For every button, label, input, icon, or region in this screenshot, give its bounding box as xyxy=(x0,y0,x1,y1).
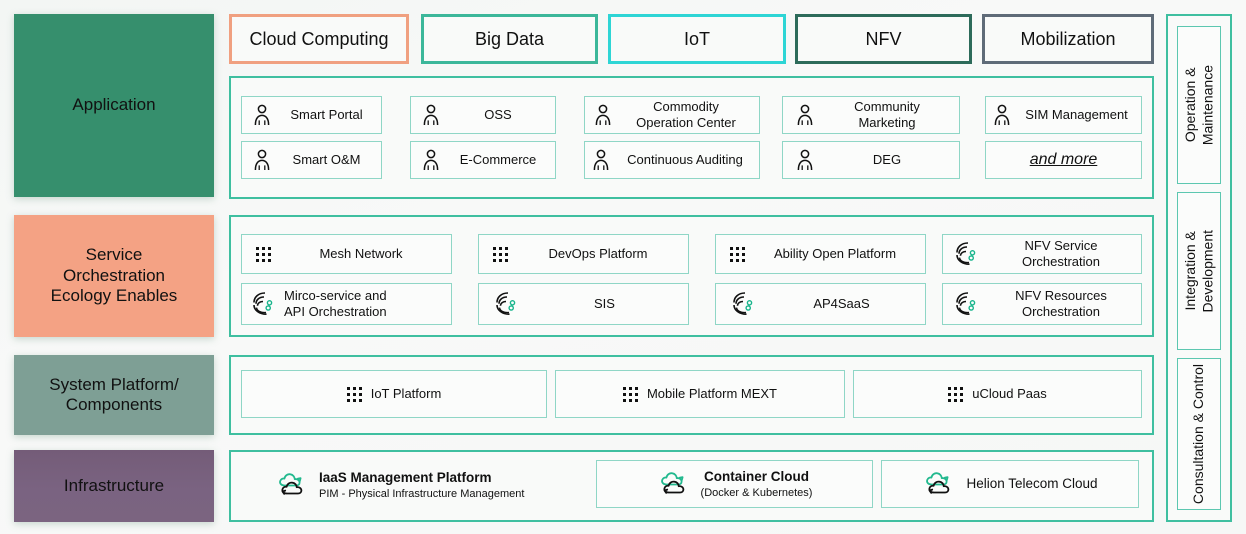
layer-label-system: System Platform/ Components xyxy=(14,355,214,435)
app-item-deg[interactable]: DEG xyxy=(782,141,960,179)
sys-item-mobile-platform-mext-label: Mobile Platform MEXT xyxy=(646,385,778,401)
person-icon xyxy=(992,104,1012,126)
app-item-and-more-label: and more xyxy=(1029,151,1098,168)
layer-label-infrastructure: Infrastructure xyxy=(14,450,214,522)
orchestration-icon xyxy=(730,291,758,317)
app-item-sim-management-label: SIM Management xyxy=(1025,106,1128,122)
grid-icon xyxy=(256,246,271,262)
app-item-commodity-operation-center[interactable]: Commodity Operation Center xyxy=(584,96,760,134)
svc-item-sis[interactable]: SIS xyxy=(478,283,689,325)
inf-item-helion-telecom-cloud-label: Helion Telecom Cloud xyxy=(966,475,1098,491)
sys-item-ucloud-paas[interactable]: uCloud Paas xyxy=(853,370,1142,418)
cloud-sync-icon xyxy=(657,470,691,498)
person-icon xyxy=(421,104,441,126)
tag-cloud-computing[interactable]: Cloud Computing xyxy=(229,14,409,64)
person-icon xyxy=(795,149,815,171)
app-item-continuous-auditing-label: Continuous Auditing xyxy=(627,151,743,167)
grid-icon xyxy=(622,386,638,402)
rail-item-operation-maintenance-label: Operation & Maintenance xyxy=(1181,64,1216,146)
app-item-smart-portal-label: Smart Portal xyxy=(290,106,363,122)
app-item-community-marketing-label: Community Marketing xyxy=(854,98,920,130)
sys-item-ucloud-paas-label: uCloud Paas xyxy=(972,385,1047,401)
cloud-sync-icon xyxy=(922,470,956,498)
grid-icon xyxy=(948,386,964,402)
app-item-deg-label: DEG xyxy=(872,151,902,167)
person-icon xyxy=(591,149,611,171)
rail-item-integration-development-label: Integration & Development xyxy=(1181,229,1216,313)
tag-mobilization[interactable]: Mobilization xyxy=(982,14,1154,64)
grid-icon xyxy=(346,386,362,402)
layer-label-application: Application xyxy=(14,14,214,197)
rail-item-integration-development[interactable]: Integration & Development xyxy=(1177,192,1221,350)
svc-item-devops-platform-label: DevOps Platform xyxy=(548,245,648,261)
grid-icon xyxy=(730,246,745,262)
svc-item-ability-open-platform[interactable]: Ability Open Platform xyxy=(715,234,926,274)
app-item-oss[interactable]: OSS xyxy=(410,96,556,134)
person-icon xyxy=(593,89,613,141)
tag-nfv[interactable]: NFV xyxy=(795,14,972,64)
app-item-smart-om-label: Smart O&M xyxy=(292,151,361,167)
person-icon xyxy=(252,104,272,126)
sys-item-mobile-platform-mext[interactable]: Mobile Platform MEXT xyxy=(555,370,845,418)
inf-item-container-cloud-label: Container Cloud xyxy=(703,469,809,485)
svc-item-devops-platform[interactable]: DevOps Platform xyxy=(478,234,689,274)
app-item-e-commerce[interactable]: E-Commerce xyxy=(410,141,556,179)
grid-icon xyxy=(493,246,508,262)
orchestration-icon xyxy=(493,291,521,317)
cloud-sync-icon xyxy=(275,471,309,499)
app-item-community-marketing[interactable]: Community Marketing xyxy=(782,96,960,134)
svc-item-microservice-api-orchestration-label: Mirco-service and API Orchestration xyxy=(284,287,387,319)
layer-label-service: Service Orchestration Ecology Enables xyxy=(14,215,214,337)
inf-item-iaas-management-platform[interactable]: IaaS Management Platform PIM - Physical … xyxy=(255,462,585,508)
inf-item-iaas-management-platform-sub: PIM - Physical Infrastructure Management xyxy=(319,487,525,500)
orchestration-icon xyxy=(250,291,278,317)
sys-item-iot-platform-label: IoT Platform xyxy=(370,385,442,401)
svc-item-nfv-resources-orchestration-label: NFV Resources Orchestration xyxy=(1015,287,1107,319)
svc-item-sis-label: SIS xyxy=(594,295,615,311)
app-item-sim-management[interactable]: SIM Management xyxy=(985,96,1142,134)
layer-label-service-text: Service Orchestration Ecology Enables xyxy=(50,245,178,306)
tag-nfv-label: NFV xyxy=(865,28,902,49)
inf-item-container-cloud[interactable]: Container Cloud (Docker & Kubernetes) xyxy=(596,460,873,508)
inf-item-helion-telecom-cloud[interactable]: Helion Telecom Cloud xyxy=(881,460,1139,508)
orchestration-icon xyxy=(953,291,981,317)
app-item-e-commerce-label: E-Commerce xyxy=(459,151,537,167)
tag-iot[interactable]: IoT xyxy=(608,14,786,64)
tag-mobilization-label: Mobilization xyxy=(1020,28,1116,49)
svc-item-nfv-service-orchestration-label: NFV Service Orchestration xyxy=(1021,237,1101,269)
rail-item-consultation-control[interactable]: Consultation & Control xyxy=(1177,358,1221,510)
app-item-commodity-operation-center-label: Commodity Operation Center xyxy=(636,98,736,130)
svc-item-mesh-network-label: Mesh Network xyxy=(319,245,403,261)
svc-item-ap4saas[interactable]: AP4SaaS xyxy=(715,283,926,325)
svc-item-ap4saas-label: AP4SaaS xyxy=(813,295,870,311)
tag-big-data[interactable]: Big Data xyxy=(421,14,598,64)
svc-item-nfv-resources-orchestration[interactable]: NFV Resources Orchestration xyxy=(942,283,1142,325)
tag-big-data-label: Big Data xyxy=(474,28,545,49)
app-item-and-more[interactable]: and more xyxy=(985,141,1142,179)
person-icon xyxy=(795,104,815,126)
application-container xyxy=(229,76,1154,199)
rail-item-operation-maintenance[interactable]: Operation & Maintenance xyxy=(1177,26,1221,184)
layer-label-system-text: System Platform/ Components xyxy=(49,374,179,414)
app-item-continuous-auditing[interactable]: Continuous Auditing xyxy=(584,141,760,179)
app-item-oss-label: OSS xyxy=(484,106,512,122)
svc-item-microservice-api-orchestration[interactable]: Mirco-service and API Orchestration xyxy=(241,283,452,325)
tag-cloud-computing-label: Cloud Computing xyxy=(249,28,389,49)
layer-label-application-text: Application xyxy=(72,95,156,115)
inf-item-iaas-management-platform-label: IaaS Management Platform xyxy=(319,470,492,486)
sys-item-iot-platform[interactable]: IoT Platform xyxy=(241,370,547,418)
tag-iot-label: IoT xyxy=(683,28,710,49)
person-icon xyxy=(252,149,272,171)
rail-item-consultation-control-label: Consultation & Control xyxy=(1190,363,1207,505)
layer-label-infrastructure-text: Infrastructure xyxy=(63,475,165,495)
svc-item-ability-open-platform-label: Ability Open Platform xyxy=(773,245,897,261)
person-icon xyxy=(421,149,441,171)
app-item-smart-portal[interactable]: Smart Portal xyxy=(241,96,382,134)
orchestration-icon xyxy=(953,241,981,267)
inf-item-container-cloud-sub: (Docker & Kubernetes) xyxy=(700,486,813,499)
svc-item-nfv-service-orchestration[interactable]: NFV Service Orchestration xyxy=(942,234,1142,274)
svc-item-mesh-network[interactable]: Mesh Network xyxy=(241,234,452,274)
app-item-smart-om[interactable]: Smart O&M xyxy=(241,141,382,179)
